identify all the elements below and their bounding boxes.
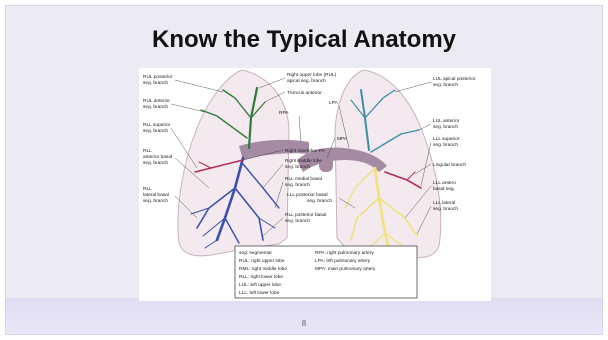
- svg-text:LUL: left upper lobe: LUL: left upper lobe: [239, 282, 281, 288]
- svg-text:seg: segmental: seg: segmental: [239, 250, 272, 256]
- svg-text:basal seg.: basal seg.: [433, 186, 455, 192]
- label-rml: Right middle lobe: [285, 158, 322, 164]
- svg-text:seg. branch: seg. branch: [143, 160, 168, 166]
- svg-text:lateral basal: lateral basal: [143, 192, 169, 198]
- svg-text:MPA: main pulmonary artery: MPA: main pulmonary artery: [315, 266, 376, 272]
- page-number: 8: [6, 319, 602, 328]
- svg-text:RPA: right pulmonary artery: RPA: right pulmonary artery: [315, 250, 374, 256]
- label-lul-apical-posterior: LUL apical posterior: [433, 76, 476, 82]
- label-lpa: LPA: [329, 100, 339, 106]
- svg-text:LPA: left pulmonary artery: LPA: left pulmonary artery: [315, 258, 371, 264]
- svg-text:seg. branch: seg. branch: [433, 82, 458, 88]
- label-lll-lateral: LLL lateral: [433, 200, 455, 206]
- svg-text:seg. branch: seg. branch: [433, 124, 458, 130]
- svg-text:RUL: right upper lobe: RUL: right upper lobe: [239, 258, 285, 264]
- label-rul-apical: Right upper lobe (RUL): [287, 72, 337, 78]
- label-lll-superior: LLL superior: [433, 136, 460, 142]
- label-rll-medial-basal: RLL medial basal: [285, 176, 322, 182]
- label-rll-anterior-basal: RLL: [143, 148, 152, 154]
- svg-text:LLL: left lower lobe: LLL: left lower lobe: [239, 290, 280, 296]
- label-rll-lateral-basal: RLL: [143, 186, 152, 192]
- svg-text:seg. branch: seg. branch: [285, 218, 310, 224]
- label-truncus-anterior: Truncus anterior: [287, 90, 322, 96]
- right-labels: LUL apical posterior seg. branch LUL ant…: [433, 76, 476, 212]
- label-right-interlobar: Right interlobar PA: [285, 148, 326, 154]
- label-rul-anterior: RUL anterior: [143, 98, 170, 104]
- svg-text:seg. branch: seg. branch: [285, 182, 310, 188]
- svg-text:RLL: right lower lobe: RLL: right lower lobe: [239, 274, 283, 280]
- svg-text:seg. branch: seg. branch: [143, 80, 168, 86]
- pulmonary-artery-diagram: RUL posterior seg. branch RUL anterior s…: [139, 68, 491, 301]
- legend-right-column: RPA: right pulmonary artery LPA: left pu…: [315, 250, 376, 272]
- svg-text:seg. branch: seg. branch: [307, 198, 332, 204]
- anatomy-figure: RUL posterior seg. branch RUL anterior s…: [139, 68, 491, 301]
- svg-text:seg. branch: seg. branch: [143, 128, 168, 134]
- left-labels: RUL posterior seg. branch RUL anterior s…: [143, 74, 173, 204]
- svg-text:apical seg. branch: apical seg. branch: [287, 78, 326, 84]
- svg-text:seg. branch: seg. branch: [143, 198, 168, 204]
- slide: Know the Typical Anatomy: [5, 5, 603, 335]
- left-lung: [335, 70, 441, 258]
- label-lll-antero: LLL antero: [433, 180, 456, 186]
- svg-text:seg. branch: seg. branch: [433, 206, 458, 212]
- label-lul-anterior: LUL anterior: [433, 118, 460, 124]
- label-rpa: RPA: [279, 110, 289, 116]
- svg-text:seg. branch: seg. branch: [143, 104, 168, 110]
- label-lingular: Lingular branch: [433, 162, 466, 168]
- svg-text:seg. branch: seg. branch: [433, 142, 458, 148]
- slide-footer-band: [6, 298, 602, 334]
- label-lll-posterior-basal: LLL posterior basal: [287, 192, 328, 198]
- svg-text:anterior basal: anterior basal: [143, 154, 172, 160]
- slide-title: Know the Typical Anatomy: [6, 26, 602, 54]
- label-rll-posterior-basal: RLL posterior basal: [285, 212, 326, 218]
- label-rll-superior: RLL superior: [143, 122, 171, 128]
- label-rul-posterior: RUL posterior: [143, 74, 173, 80]
- svg-text:seg. branch: seg. branch: [285, 164, 310, 170]
- svg-text:RML: right middle lobe: RML: right middle lobe: [239, 266, 287, 272]
